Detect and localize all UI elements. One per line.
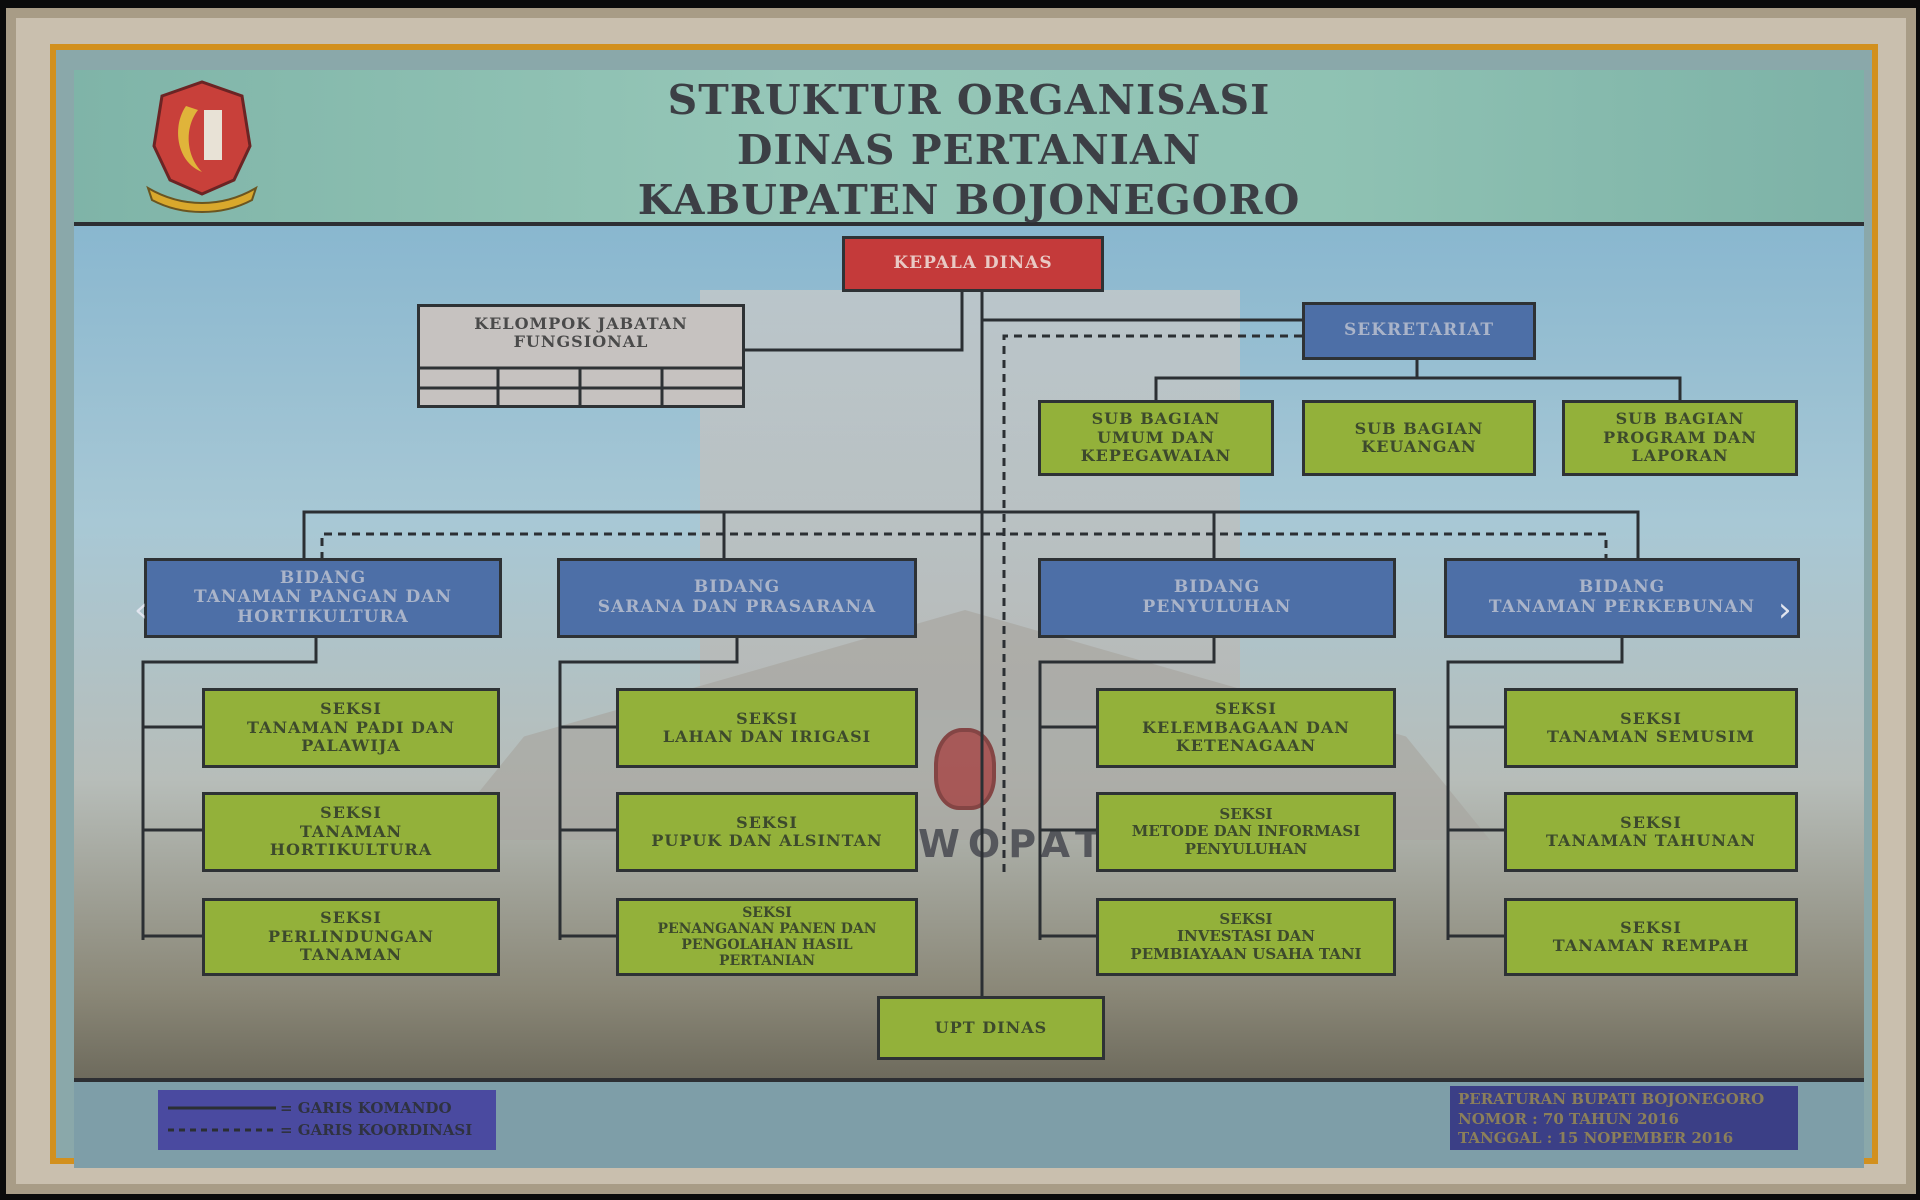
- seksi-investasi-box: SEKSI INVESTASI DAN PEMBIAYAAN USAHA TAN…: [1096, 898, 1396, 976]
- upt-dinas-box: UPT DINAS: [877, 996, 1105, 1060]
- regulation-date: TANGGAL : 15 NOPEMBER 2016: [1458, 1129, 1734, 1147]
- seksi-kelembagaan-box: SEKSI KELEMBAGAAN DAN KETENAGAAN: [1096, 688, 1396, 768]
- regulation-note: PERATURAN BUPATI BOJONEGORO NOMOR : 70 T…: [1450, 1086, 1798, 1150]
- bidang-sarana-prasarana-box: BIDANG SARANA DAN PRASARANA: [557, 558, 917, 638]
- command-lines: [141, 290, 1682, 1000]
- seksi-hortikultura-box: SEKSI TANAMAN HORTIKULTURA: [202, 792, 500, 872]
- bidang-tanaman-pangan-box: BIDANG TANAMAN PANGAN DAN HORTIKULTURA: [144, 558, 502, 638]
- sub-bagian-program-box: SUB BAGIAN PROGRAM DAN LAPORAN: [1562, 400, 1798, 476]
- title-line-3: KABUPATEN BOJONEGORO: [637, 176, 1301, 224]
- building-emblem-icon: [934, 728, 996, 810]
- seksi-perlindungan-box: SEKSI PERLINDUNGAN TANAMAN: [202, 898, 500, 976]
- bidang-penyuluhan-box: BIDANG PENYULUHAN: [1038, 558, 1396, 638]
- kelompok-jabatan-fungsional-box: KELOMPOK JABATAN FUNGSIONAL: [417, 304, 745, 408]
- regulation-title: PERATURAN BUPATI BOJONEGORO: [1458, 1090, 1765, 1108]
- sekretariat-box: SEKRETARIAT: [1302, 302, 1536, 360]
- seksi-padi-palawija-box: SEKSI TANAMAN PADI DAN PALAWIJA: [202, 688, 500, 768]
- seksi-penanganan-panen-box: SEKSI PENANGANAN PANEN DAN PENGOLAHAN HA…: [616, 898, 918, 976]
- previous-arrow-icon[interactable]: ‹: [134, 590, 148, 630]
- legend-line-samples: [168, 1106, 276, 1132]
- sub-bagian-umum-box: SUB BAGIAN UMUM DAN KEPEGAWAIAN: [1038, 400, 1274, 476]
- title-line-2: DINAS PERTANIAN: [736, 126, 1202, 174]
- seksi-tanaman-semusim-box: SEKSI TANAMAN SEMUSIM: [1504, 688, 1798, 768]
- legend-garis-koordinasi: = GARIS KOORDINASI: [280, 1121, 473, 1139]
- seksi-tanaman-rempah-box: SEKSI TANAMAN REMPAH: [1504, 898, 1798, 976]
- coordination-lines: [320, 334, 1608, 878]
- seksi-tanaman-tahunan-box: SEKSI TANAMAN TAHUNAN: [1504, 792, 1798, 872]
- regulation-number: NOMOR : 70 TAHUN 2016: [1458, 1110, 1679, 1128]
- sub-bagian-keuangan-box: SUB BAGIAN KEUANGAN: [1302, 400, 1536, 476]
- kjf-label: KELOMPOK JABATAN FUNGSIONAL: [474, 314, 688, 352]
- bojonegoro-emblem-icon: [146, 80, 258, 213]
- title-line-1: STRUKTUR ORGANISASI: [667, 76, 1271, 124]
- seksi-lahan-irigasi-box: SEKSI LAHAN DAN IRIGASI: [616, 688, 918, 768]
- legend-garis-komando: = GARIS KOMANDO: [280, 1099, 452, 1117]
- seksi-metode-informasi-box: SEKSI METODE DAN INFORMASI PENYULUHAN: [1096, 792, 1396, 872]
- legend: = GARIS KOMANDO = GARIS KOORDINASI: [158, 1090, 496, 1150]
- bidang-perkebunan-box: BIDANG TANAMAN PERKEBUNAN: [1444, 558, 1800, 638]
- kepala-dinas-box: KEPALA DINAS: [842, 236, 1104, 292]
- next-arrow-icon[interactable]: ›: [1778, 590, 1792, 630]
- seksi-pupuk-alsintan-box: SEKSI PUPUK DAN ALSINTAN: [616, 792, 918, 872]
- header-band: STRUKTUR ORGANISASI DINAS PERTANIAN KABU…: [74, 70, 1864, 226]
